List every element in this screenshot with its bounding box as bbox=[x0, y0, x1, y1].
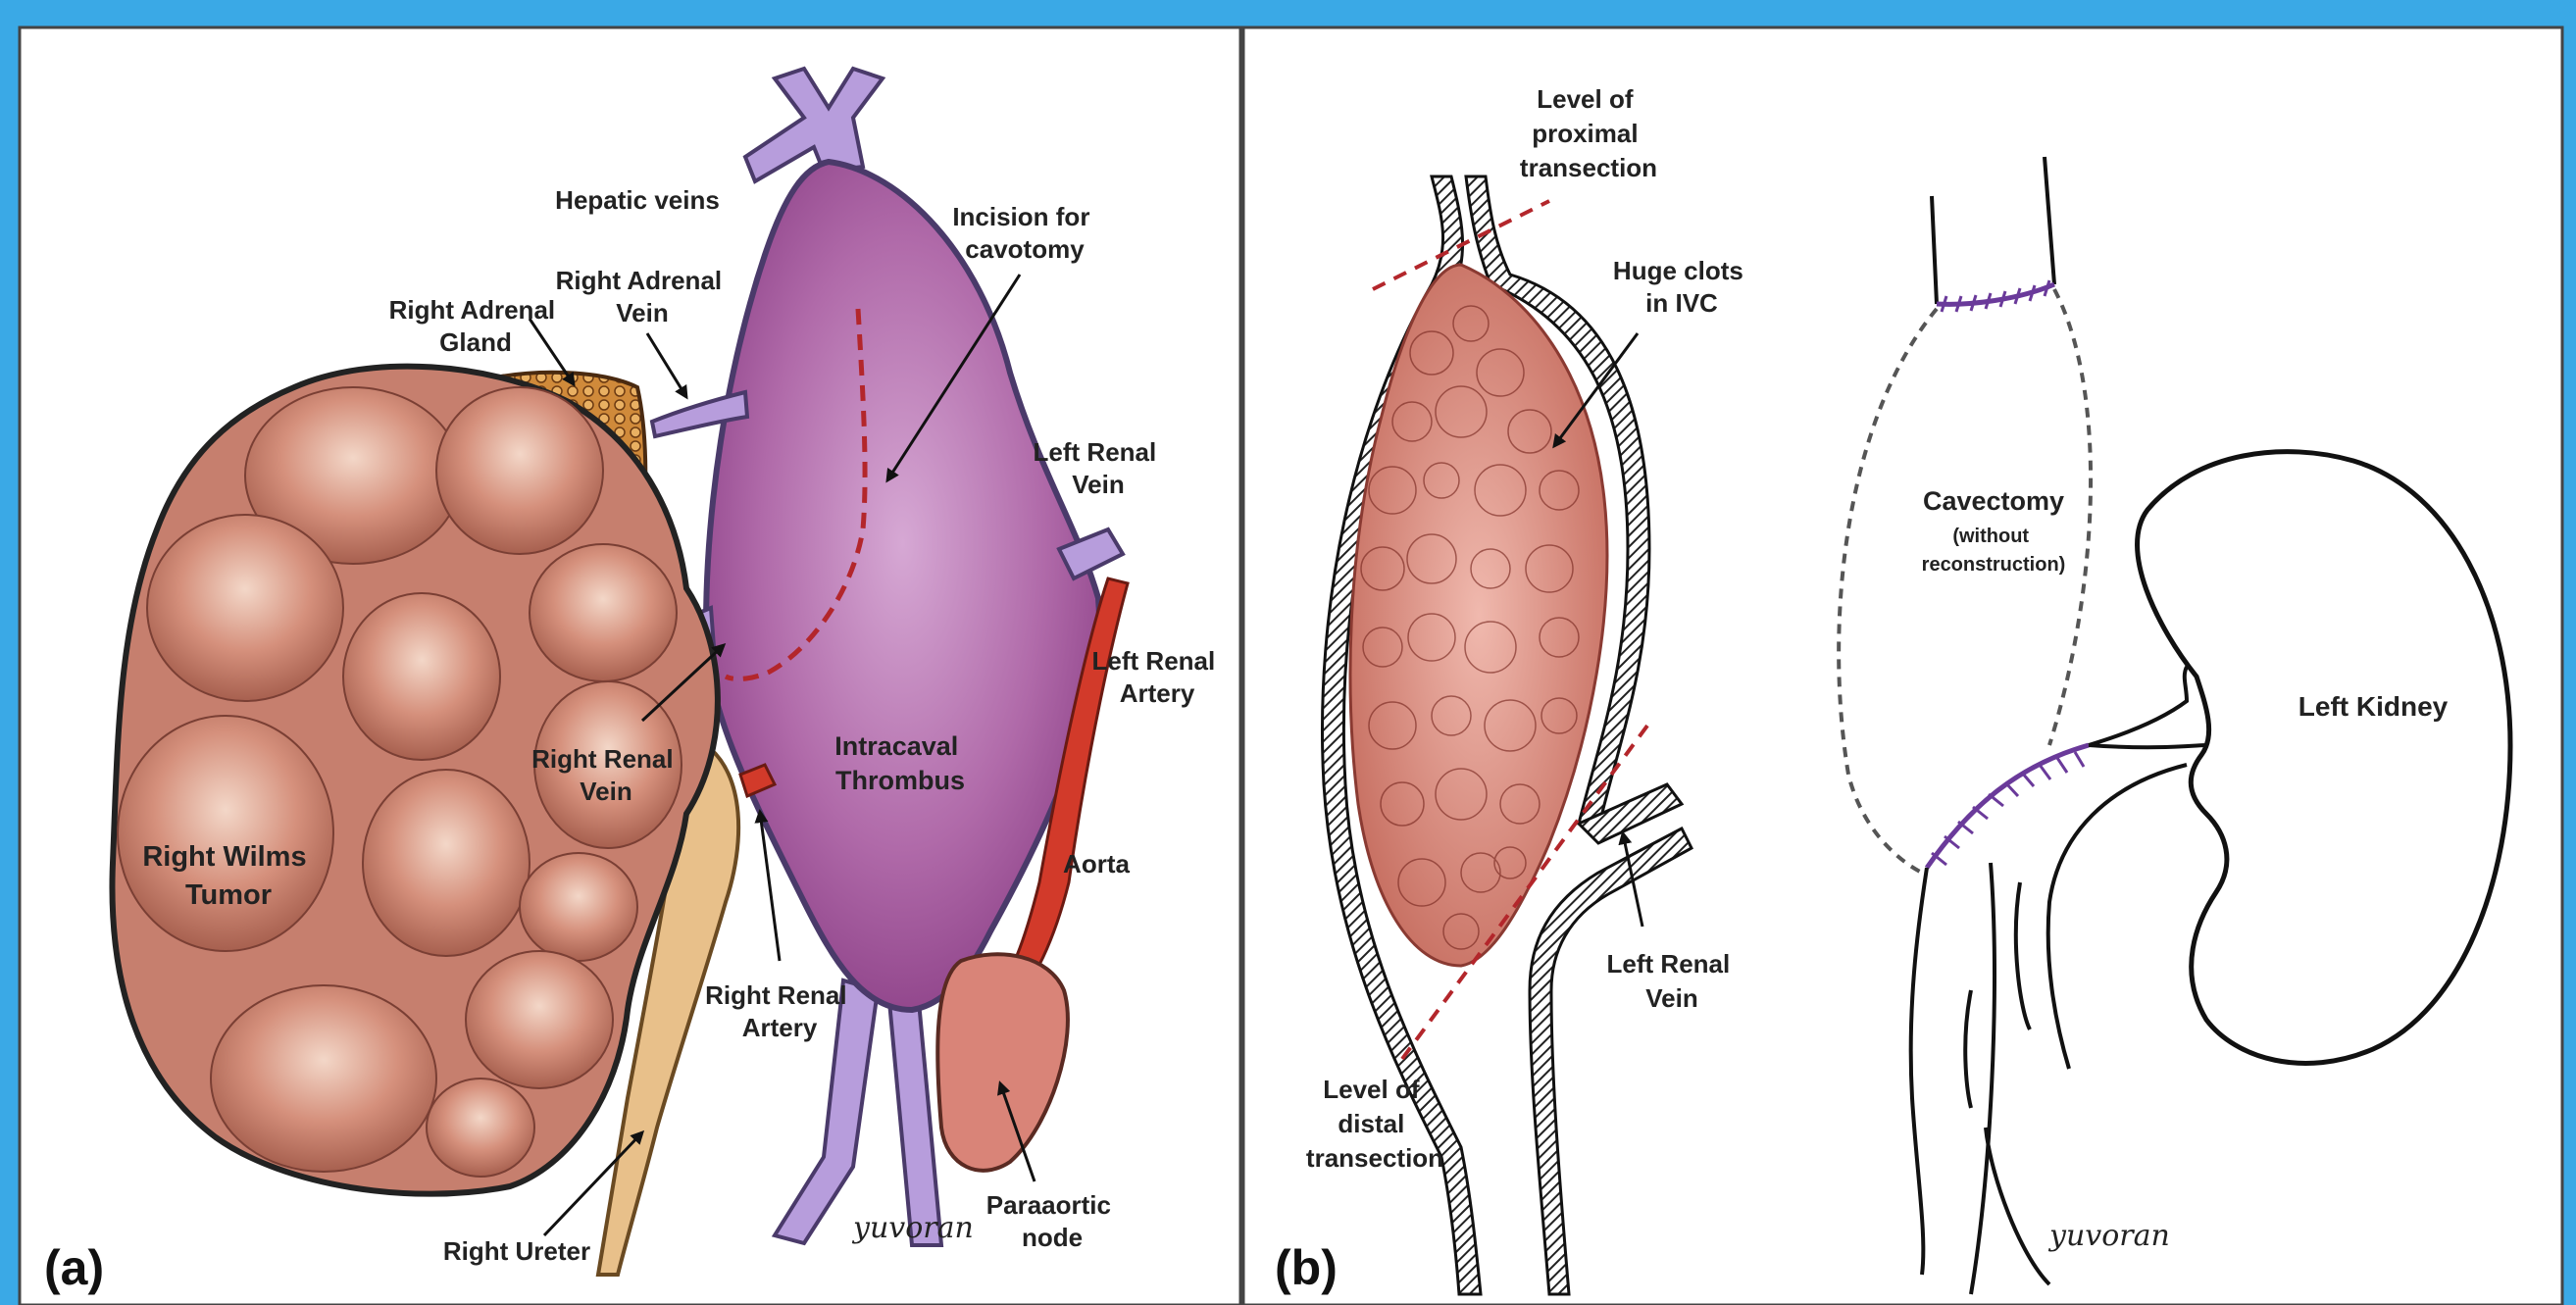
panel-a-tag: (a) bbox=[44, 1240, 104, 1295]
signature-b: yuvoran bbox=[2047, 1219, 2170, 1253]
label-aorta: Aorta bbox=[1063, 849, 1130, 878]
label-hepatic-veins: Hepatic veins bbox=[555, 185, 720, 215]
panel-b-tag: (b) bbox=[1275, 1240, 1338, 1295]
signature-a: yuvoran bbox=[851, 1211, 974, 1245]
label-cavectomy: Cavectomy bbox=[1923, 486, 2064, 516]
label-proximal-transection: Level of proximal transection bbox=[1520, 84, 1657, 182]
label-right-ureter: Right Ureter bbox=[443, 1236, 590, 1266]
label-left-kidney: Left Kidney bbox=[2298, 691, 2449, 722]
